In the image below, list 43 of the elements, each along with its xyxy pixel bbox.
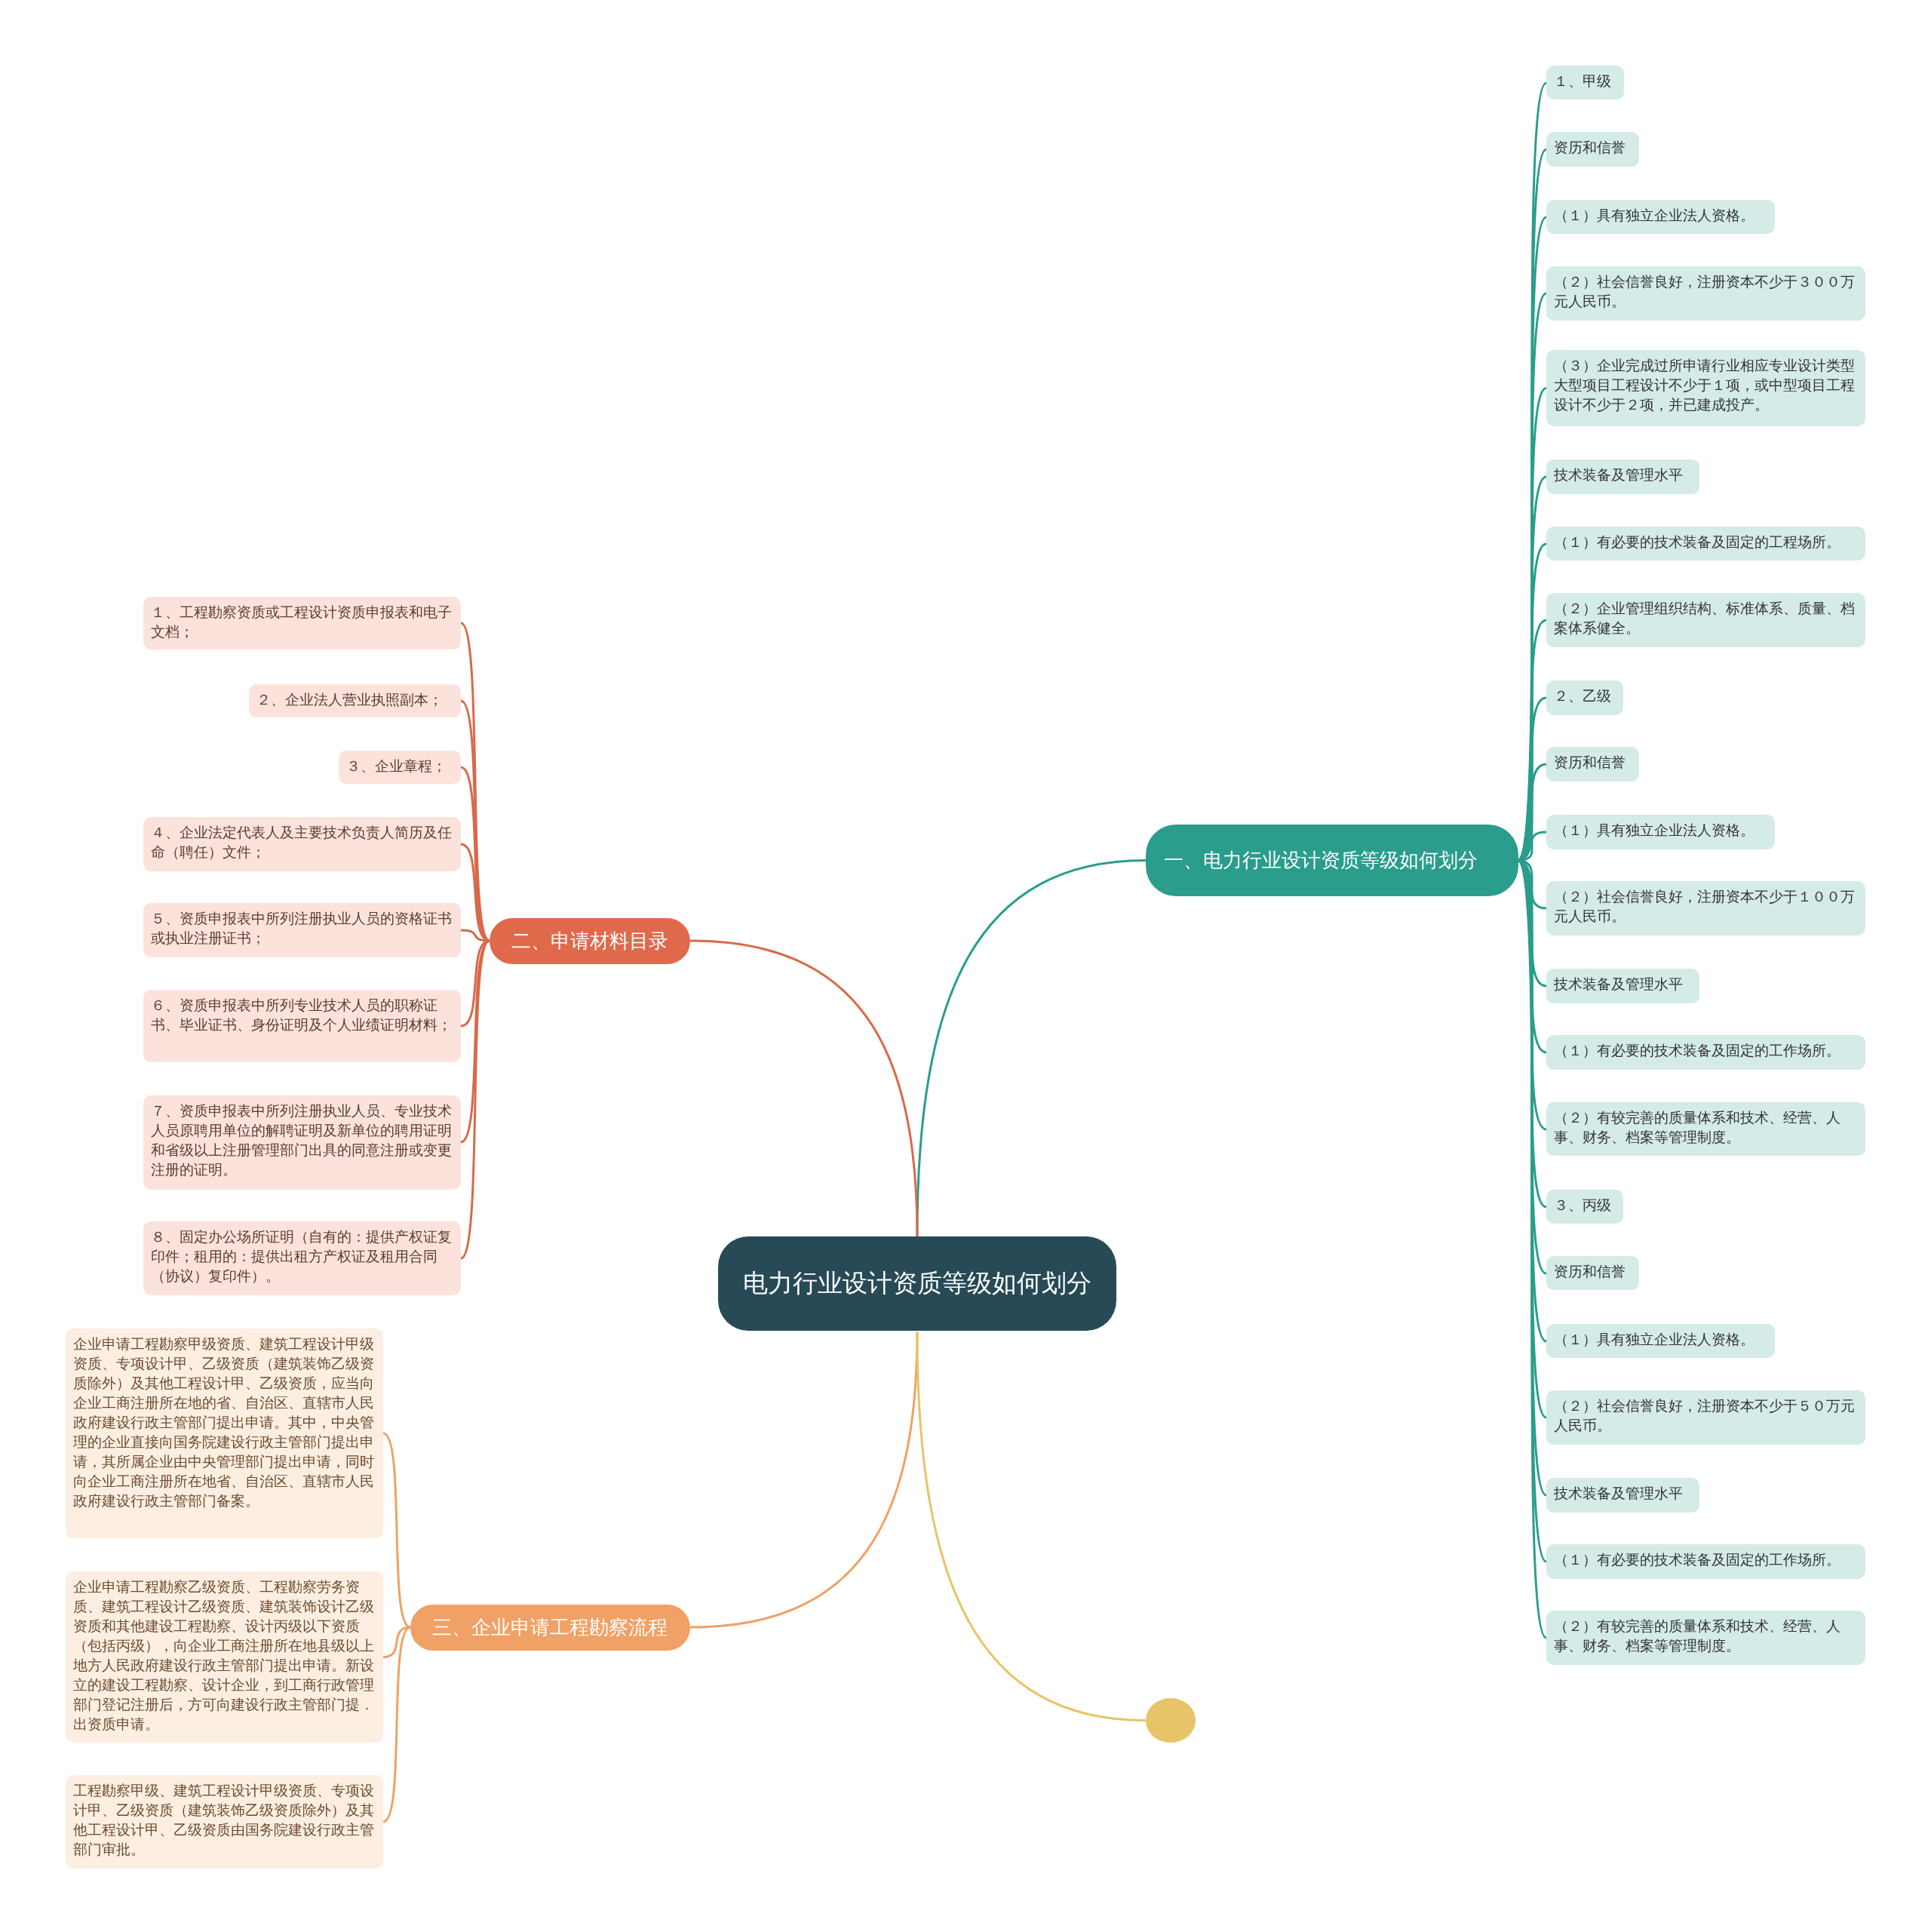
branch-topic: 三、企业申请工程勘察流程 (410, 1605, 690, 1651)
subtopic-box: ４、企业法定代表人及主要技术负责人简历及任命（聘任）文件； (143, 817, 461, 871)
subtopic-box: 资历和信誉 (1546, 1255, 1639, 1291)
subtopic-box: （１）具有独立企业法人资格。 (1546, 199, 1775, 235)
subtopic-box: ２、乙级 (1546, 680, 1623, 715)
subtopic-box: 技术装备及管理水平 (1546, 459, 1699, 495)
connector-line (916, 859, 1147, 1237)
subtopic-box: ５、资质申报表中所列注册执业人员的资格证书或执业注册证书； (143, 903, 461, 958)
subtopic-box: ２、企业法人营业执照副本； (249, 683, 461, 717)
subtopic-box: （１）有必要的技术装备及固定的工作场所。 (1546, 1544, 1866, 1579)
subtopic-box: （２）有较完善的质量体系和技术、经营、人事、财务、档案等管理制度。 (1546, 1611, 1866, 1666)
subtopic-box: （１）具有独立企业法人资格。 (1546, 1323, 1775, 1359)
subtopic-box: ７、资质申报表中所列注册执业人员、专业技术人员原聘用单位的解聘证明及新单位的聘用证明和省级以上注册管理部门出具的同意注册或变更注册的证明。 (143, 1095, 461, 1190)
subtopic-box: （２）社会信誉良好，注册资本不少于１００万元人民币。 (1546, 881, 1866, 935)
subtopic-box: 资历和信誉 (1546, 747, 1639, 782)
subtopic-box: １、工程勘察资质或工程设计资质申报表和电子文档； (143, 596, 461, 650)
subtopic-box: （２）有较完善的质量体系和技术、经营、人事、财务、档案等管理制度。 (1546, 1101, 1866, 1156)
connector-line (689, 939, 919, 1237)
subtopic-box: ３、丙级 (1546, 1189, 1623, 1224)
subtopic-box: 工程勘察甲级、建筑工程设计甲级资质、专项设计甲、乙级资质（建筑装饰乙级资质除外）及其他工程设计甲、乙级资质由国务院建设行政主管部门审批。 (65, 1774, 384, 1869)
subtopic-box: （１）有必要的技术装备及固定的工程场所。 (1546, 526, 1866, 561)
branch-topic: 一、电力行业设计资质等级如何划分 (1146, 824, 1518, 896)
subtopic-box: （３）企业完成过所申请行业相应专业设计类型大型项目工程设计不少于１项，或中型项目工程设计不少于２项，并已建成投产。 (1546, 349, 1866, 427)
connector-line (382, 1432, 411, 1629)
connector-line (689, 1331, 919, 1629)
subtopic-box: １、甲级 (1546, 65, 1625, 100)
subtopic-box: （２）社会信誉良好，注册资本不少于３００万元人民币。 (1546, 266, 1866, 321)
connector-line (382, 1626, 411, 1823)
subtopic-box: （２）社会信誉良好，注册资本不少于５０万元人民币。 (1546, 1390, 1866, 1445)
central-topic: 电力行业设计资质等级如何划分 (718, 1236, 1117, 1332)
subtopic-box: 企业申请工程勘察乙级资质、工程勘察劳务资质、建筑工程设计乙级资质、建筑装饰设计乙级资质和其他建设工程勘察、设计丙级以下资质（包括丙级），向企业工商注册所在地县级以上地方人民政府建设行政主管部门提出申请。新设立的建设工程勘察、设计企业，到工商行政管理部门登记注册后，方可向建设行政主管部门提．出资质申请。 (65, 1571, 384, 1743)
subtopic-box: （１）具有独立企业法人资格。 (1546, 814, 1775, 849)
subtopic-box: 技术装备及管理水平 (1546, 969, 1699, 1003)
subtopic-box: ８、固定办公场所证明（自有的：提供产权证复印件；租用的：提供出租方产权证及租用合同（协议）复印件）。 (143, 1221, 461, 1295)
subtopic-box: 技术装备及管理水平 (1546, 1477, 1699, 1513)
subtopic-box: （１）有必要的技术装备及固定的工作场所。 (1546, 1035, 1866, 1070)
subtopic-box: 资历和信誉 (1546, 131, 1639, 167)
branch-topic: 二、申请材料目录 (489, 918, 690, 964)
subtopic-box: ３、企业章程； (339, 750, 461, 784)
connector-line (916, 1331, 1147, 1722)
subtopic-box: （２）企业管理组织结构、标准体系、质量、档案体系健全。 (1546, 592, 1866, 647)
subtopic-box: ６、资质申报表中所列专业技术人员的职称证书、毕业证书、身份证明及个人业绩证明材料； (143, 989, 461, 1063)
subtopic-box: 企业申请工程勘察甲级资质、建筑工程设计甲级资质、专项设计甲、乙级资质（建筑装饰乙级资质除外）及其他工程设计甲、乙级资质，应当向企业工商注册所在地的省、自治区、直辖市人民政府建设行政主管部门提出申请。其中，中央管理的企业直接向国务院建设行政主管部门提出申请，其所属企业由中央管理部门提出申请，同时向企业工商注册所在地省、自治区、直辖市人民政府建设行政主管部门备案。 (65, 1328, 384, 1538)
